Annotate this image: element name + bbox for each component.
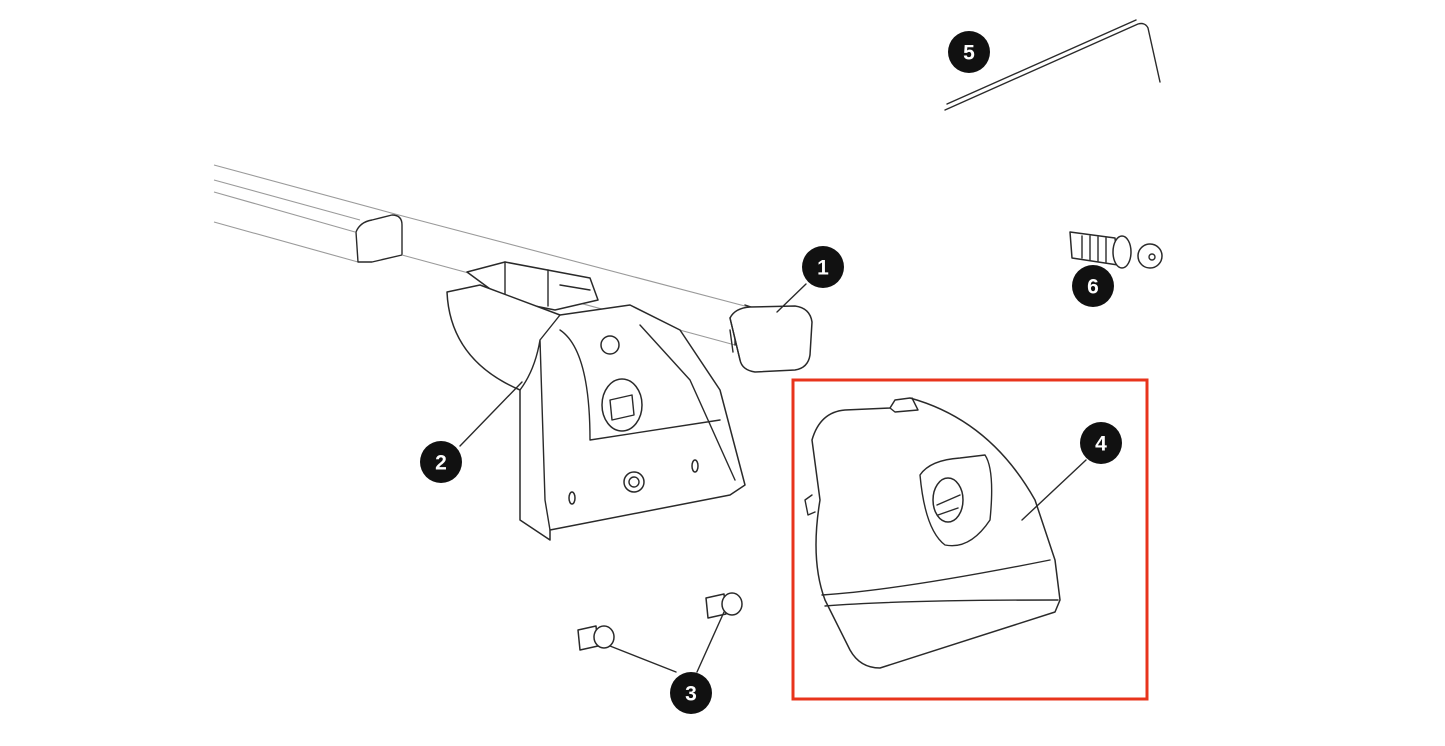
callout-2: 2 <box>420 441 462 483</box>
callout-4: 4 <box>1080 422 1122 464</box>
svg-text:6: 6 <box>1087 276 1099 299</box>
svg-text:5: 5 <box>963 42 975 65</box>
leader-lines <box>459 283 1087 673</box>
bolts <box>577 592 743 651</box>
svg-text:4: 4 <box>1095 433 1107 456</box>
callout-3: 3 <box>670 672 712 714</box>
foot-bracket <box>446 261 746 541</box>
svg-text:2: 2 <box>435 452 447 475</box>
svg-text:1: 1 <box>817 257 829 280</box>
svg-text:3: 3 <box>685 683 697 706</box>
callout-6: 6 <box>1072 265 1114 307</box>
hex-key <box>944 19 1161 111</box>
callout-5: 5 <box>948 31 990 73</box>
callout-1: 1 <box>802 246 844 288</box>
highlight-box-part-4 <box>791 378 1149 701</box>
foot-cover <box>804 397 1061 669</box>
end-cap <box>729 305 813 373</box>
lock-cylinder-key <box>1069 231 1163 269</box>
